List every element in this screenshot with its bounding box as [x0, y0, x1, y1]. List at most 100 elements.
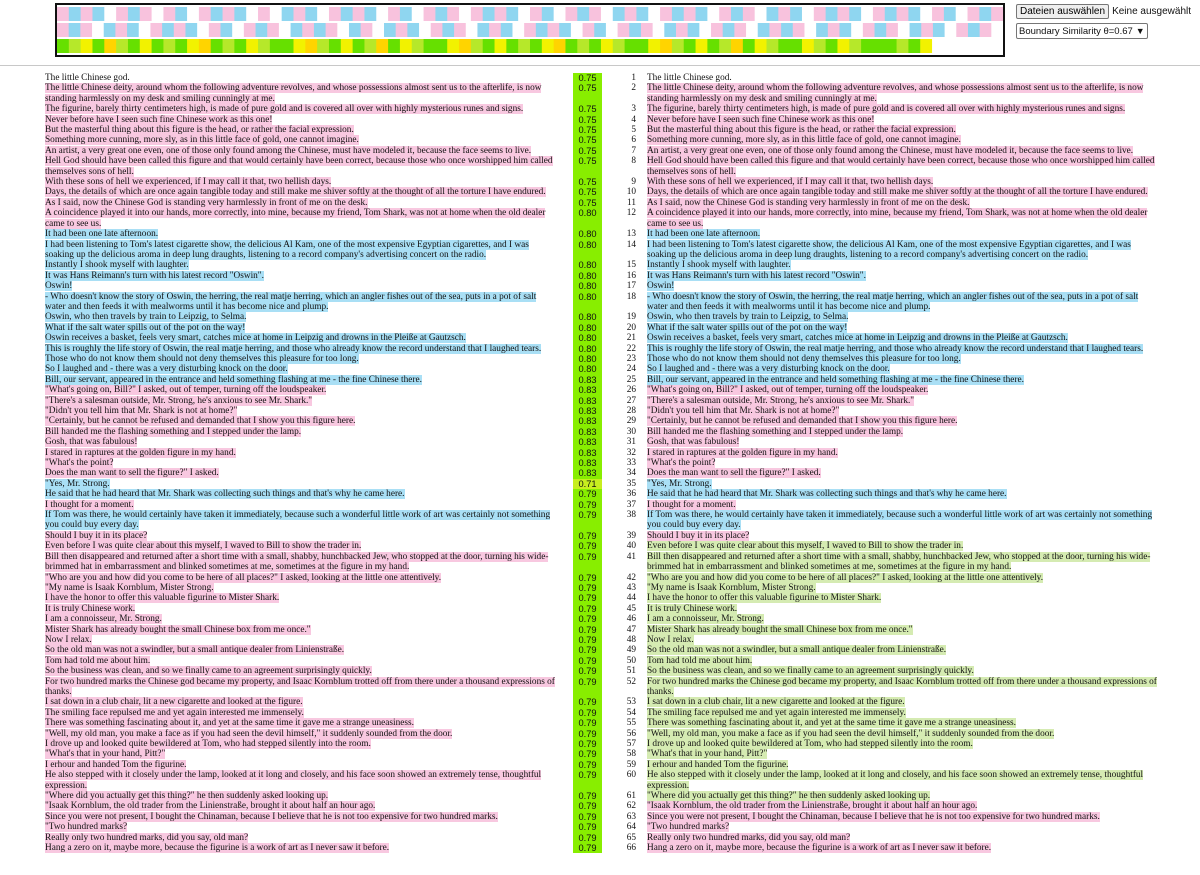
- overview-segment: [541, 7, 555, 21]
- overview-segment: [731, 39, 744, 53]
- similarity-score: 0.71: [573, 478, 602, 490]
- line-number: 16: [626, 270, 636, 281]
- line-number: 25: [626, 374, 636, 385]
- overview-segment: [447, 39, 460, 53]
- similarity-score: 0.83: [573, 406, 602, 417]
- similarity-score: 0.75: [573, 197, 602, 209]
- left-sentence: So I laughed and - there was a very dist…: [45, 364, 288, 375]
- line-number: 59: [626, 759, 636, 770]
- diff-row: Even before I was quite clear about this…: [0, 541, 1200, 552]
- right-sentence: I have the honor to offer this valuable …: [647, 593, 882, 604]
- similarity-score: 0.79: [573, 645, 602, 656]
- overview-segment: [150, 23, 163, 37]
- right-text: Oswin!: [647, 281, 1160, 292]
- left-text: Bill then disappeared and returned after…: [45, 551, 558, 573]
- right-sentence: Since you were not present, I bought the…: [647, 811, 1100, 822]
- overview-segment: [494, 7, 507, 21]
- left-text: What if the salt water spills out of the…: [45, 322, 558, 333]
- metric-select[interactable]: Boundary Similarity θ=0.67 ▼: [1016, 23, 1148, 39]
- right-text: He also stepped with it closely under th…: [647, 770, 1160, 791]
- chevron-down-icon: ▼: [1135, 26, 1145, 36]
- overview-segment: [731, 7, 744, 21]
- overview-segment: [636, 39, 649, 53]
- left-sentence: Even before I was quite clear about this…: [45, 541, 362, 552]
- boundary-overview-strip[interactable]: [55, 3, 1005, 57]
- line-number: 28: [626, 406, 636, 416]
- choose-files-button[interactable]: Dateien auswählen: [1016, 3, 1110, 19]
- overview-segment: [956, 23, 969, 37]
- right-text: I had been listening to Tom's latest cig…: [647, 239, 1160, 261]
- right-sentence: This is roughly the life story of Oswin,…: [647, 343, 1144, 354]
- overview-segment: [612, 39, 626, 53]
- overview-segment: [648, 7, 661, 21]
- line-number: 56: [626, 728, 636, 739]
- diff-row: There was something fascinating about it…: [0, 718, 1200, 729]
- overview-segment: [874, 23, 887, 37]
- right-text: Does the man want to sell the figure?" I…: [647, 468, 1160, 479]
- similarity-score: 0.79: [573, 655, 602, 667]
- left-text: "What's the point?: [45, 458, 558, 469]
- left-text: "Isaak Kornblum, the old trader from the…: [45, 801, 558, 812]
- overview-segment: [293, 39, 306, 53]
- similarity-score: 0.83: [573, 374, 602, 386]
- right-sentence: The figurine, barely thirty centimeters …: [647, 104, 1126, 115]
- left-sentence: I stared in raptures at the golden figur…: [45, 447, 236, 458]
- overview-segment: [163, 39, 176, 53]
- line-number: 48: [626, 634, 636, 645]
- right-sentence: So I laughed and - there was a very dist…: [647, 364, 890, 375]
- right-text: - Who doesn't know the story of Oswin, t…: [647, 291, 1160, 313]
- diff-row: Something more cunning, more sly, as in …: [0, 135, 1200, 146]
- left-sentence: I sat down in a club chair, lit a new ci…: [45, 697, 303, 708]
- overview-segment: [222, 7, 235, 21]
- line-number: 12: [626, 208, 636, 219]
- overview-segment: [920, 39, 933, 53]
- right-text: Those who do not know them should not de…: [647, 353, 1160, 364]
- line-number: 17: [626, 281, 636, 292]
- overview-segment: [778, 39, 791, 53]
- similarity-score: 0.80: [573, 353, 602, 365]
- overview-segment: [640, 23, 654, 37]
- right-text: The figurine, barely thirty centimeters …: [647, 104, 1160, 115]
- diff-row: For two hundred marks the Chinese god be…: [0, 676, 1200, 698]
- overview-segment: [518, 7, 531, 21]
- right-sentence: Days, the details of which are once agai…: [647, 187, 1148, 198]
- left-sentence: Instantly I shook myself with laughter.: [45, 260, 189, 271]
- left-text: - Who doesn't know the story of Oswin, t…: [45, 291, 558, 313]
- left-sentence: The little Chinese god.: [45, 73, 130, 83]
- similarity-score: 0.79: [573, 739, 602, 750]
- right-sentence: With these sons of hell we experienced, …: [647, 177, 934, 188]
- overview-segment: [175, 7, 188, 21]
- overview-segment: [68, 7, 82, 21]
- diff-row: Bill, our servant, appeared in the entra…: [0, 374, 1200, 386]
- diff-row: "Certainly, but he cannot be refused and…: [0, 416, 1200, 427]
- diff-row: This is roughly the life story of Oswin,…: [0, 343, 1200, 354]
- overview-segment: [281, 7, 294, 21]
- overview-segment: [305, 7, 318, 21]
- left-text: I stared in raptures at the golden figur…: [45, 447, 558, 458]
- line-number: 14: [626, 239, 636, 250]
- overview-segment: [837, 7, 850, 21]
- overview-segment: [943, 7, 957, 21]
- left-text: Something more cunning, more sly, as in …: [45, 135, 558, 146]
- line-number: 26: [626, 385, 636, 396]
- line-number: 49: [626, 645, 636, 656]
- left-text: "Didn't you tell him that Mr. Shark is n…: [45, 406, 558, 416]
- similarity-score: 0.79: [573, 582, 602, 594]
- left-text: But the masterful thing about this figur…: [45, 125, 558, 136]
- left-text: "Yes, Mr. Strong.: [45, 478, 558, 489]
- overview-segment: [435, 7, 448, 21]
- header-divider: [0, 65, 1200, 66]
- right-sentence: As I said, now the Chinese God is standi…: [647, 197, 970, 208]
- similarity-score: 0.75: [573, 114, 602, 126]
- right-text: For two hundred marks the Chinese god be…: [647, 676, 1160, 698]
- similarity-score: 0.83: [573, 468, 602, 479]
- line-number: 2: [631, 83, 636, 94]
- right-text: Never before have I seen such fine Chine…: [647, 114, 1160, 125]
- overview-segment: [617, 23, 630, 37]
- right-sentence: I sat down in a club chair, lit a new ci…: [647, 697, 905, 708]
- overview-segment: [139, 7, 153, 21]
- left-text: "What's that in your hand, Pitt?": [45, 749, 558, 760]
- overview-segment: [407, 23, 420, 37]
- line-number: 51: [626, 666, 636, 677]
